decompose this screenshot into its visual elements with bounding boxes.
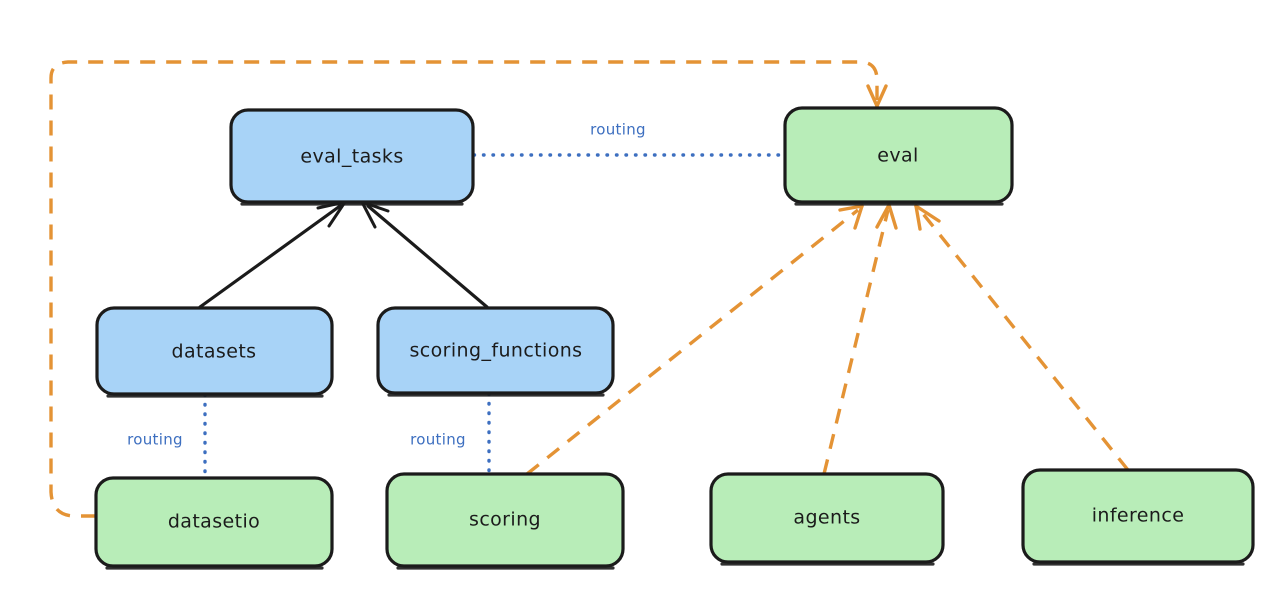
node-inference[interactable]: inference	[1021, 468, 1255, 566]
routing-edges	[203, 153, 786, 480]
edge-labels: routing routing routing	[127, 121, 646, 449]
edge-agents-to-eval	[822, 209, 890, 475]
edge-scoring_functions-to-eval_tasks	[366, 204, 489, 309]
node-scoring[interactable]: scoring	[385, 472, 625, 570]
edge-datasets-to-eval_tasks	[198, 204, 342, 309]
edge-label-routing-eval: routing	[590, 121, 646, 139]
edge-inference-to-eval	[918, 208, 1130, 472]
arrowhead-eval-bottom-2	[875, 203, 898, 230]
node-label-eval_tasks: eval_tasks	[300, 146, 403, 168]
dependency-edges	[49, 60, 1130, 518]
node-eval[interactable]: eval	[783, 106, 1014, 206]
node-label-agents: agents	[793, 507, 860, 529]
nodes: eval_tasks eval datasets scoring_functio…	[94, 106, 1255, 570]
node-label-scoring: scoring	[469, 509, 541, 531]
node-label-datasetio: datasetio	[168, 511, 260, 533]
node-datasetio[interactable]: datasetio	[94, 476, 334, 570]
edge-label-routing-datasetio: routing	[127, 431, 183, 449]
arrowhead-eval-top	[866, 84, 888, 108]
node-datasets[interactable]: datasets	[95, 306, 334, 398]
inheritance-edges	[198, 200, 489, 309]
node-eval_tasks[interactable]: eval_tasks	[229, 108, 475, 206]
edge-scoring-to-eval	[525, 208, 860, 476]
node-label-datasets: datasets	[172, 341, 257, 363]
edge-datasetio-to-eval	[49, 60, 879, 518]
node-label-eval: eval	[877, 145, 918, 167]
arrowhead-eval-bottom-3	[914, 204, 941, 231]
arrowhead-eval_tasks-right	[360, 200, 390, 229]
node-agents[interactable]: agents	[709, 472, 945, 566]
node-label-inference: inference	[1092, 505, 1185, 527]
arrowhead-eval-bottom-1	[838, 204, 864, 230]
edge-label-routing-scoring: routing	[410, 431, 466, 449]
node-label-scoring_functions: scoring_functions	[410, 340, 583, 362]
node-scoring_functions[interactable]: scoring_functions	[376, 306, 615, 397]
